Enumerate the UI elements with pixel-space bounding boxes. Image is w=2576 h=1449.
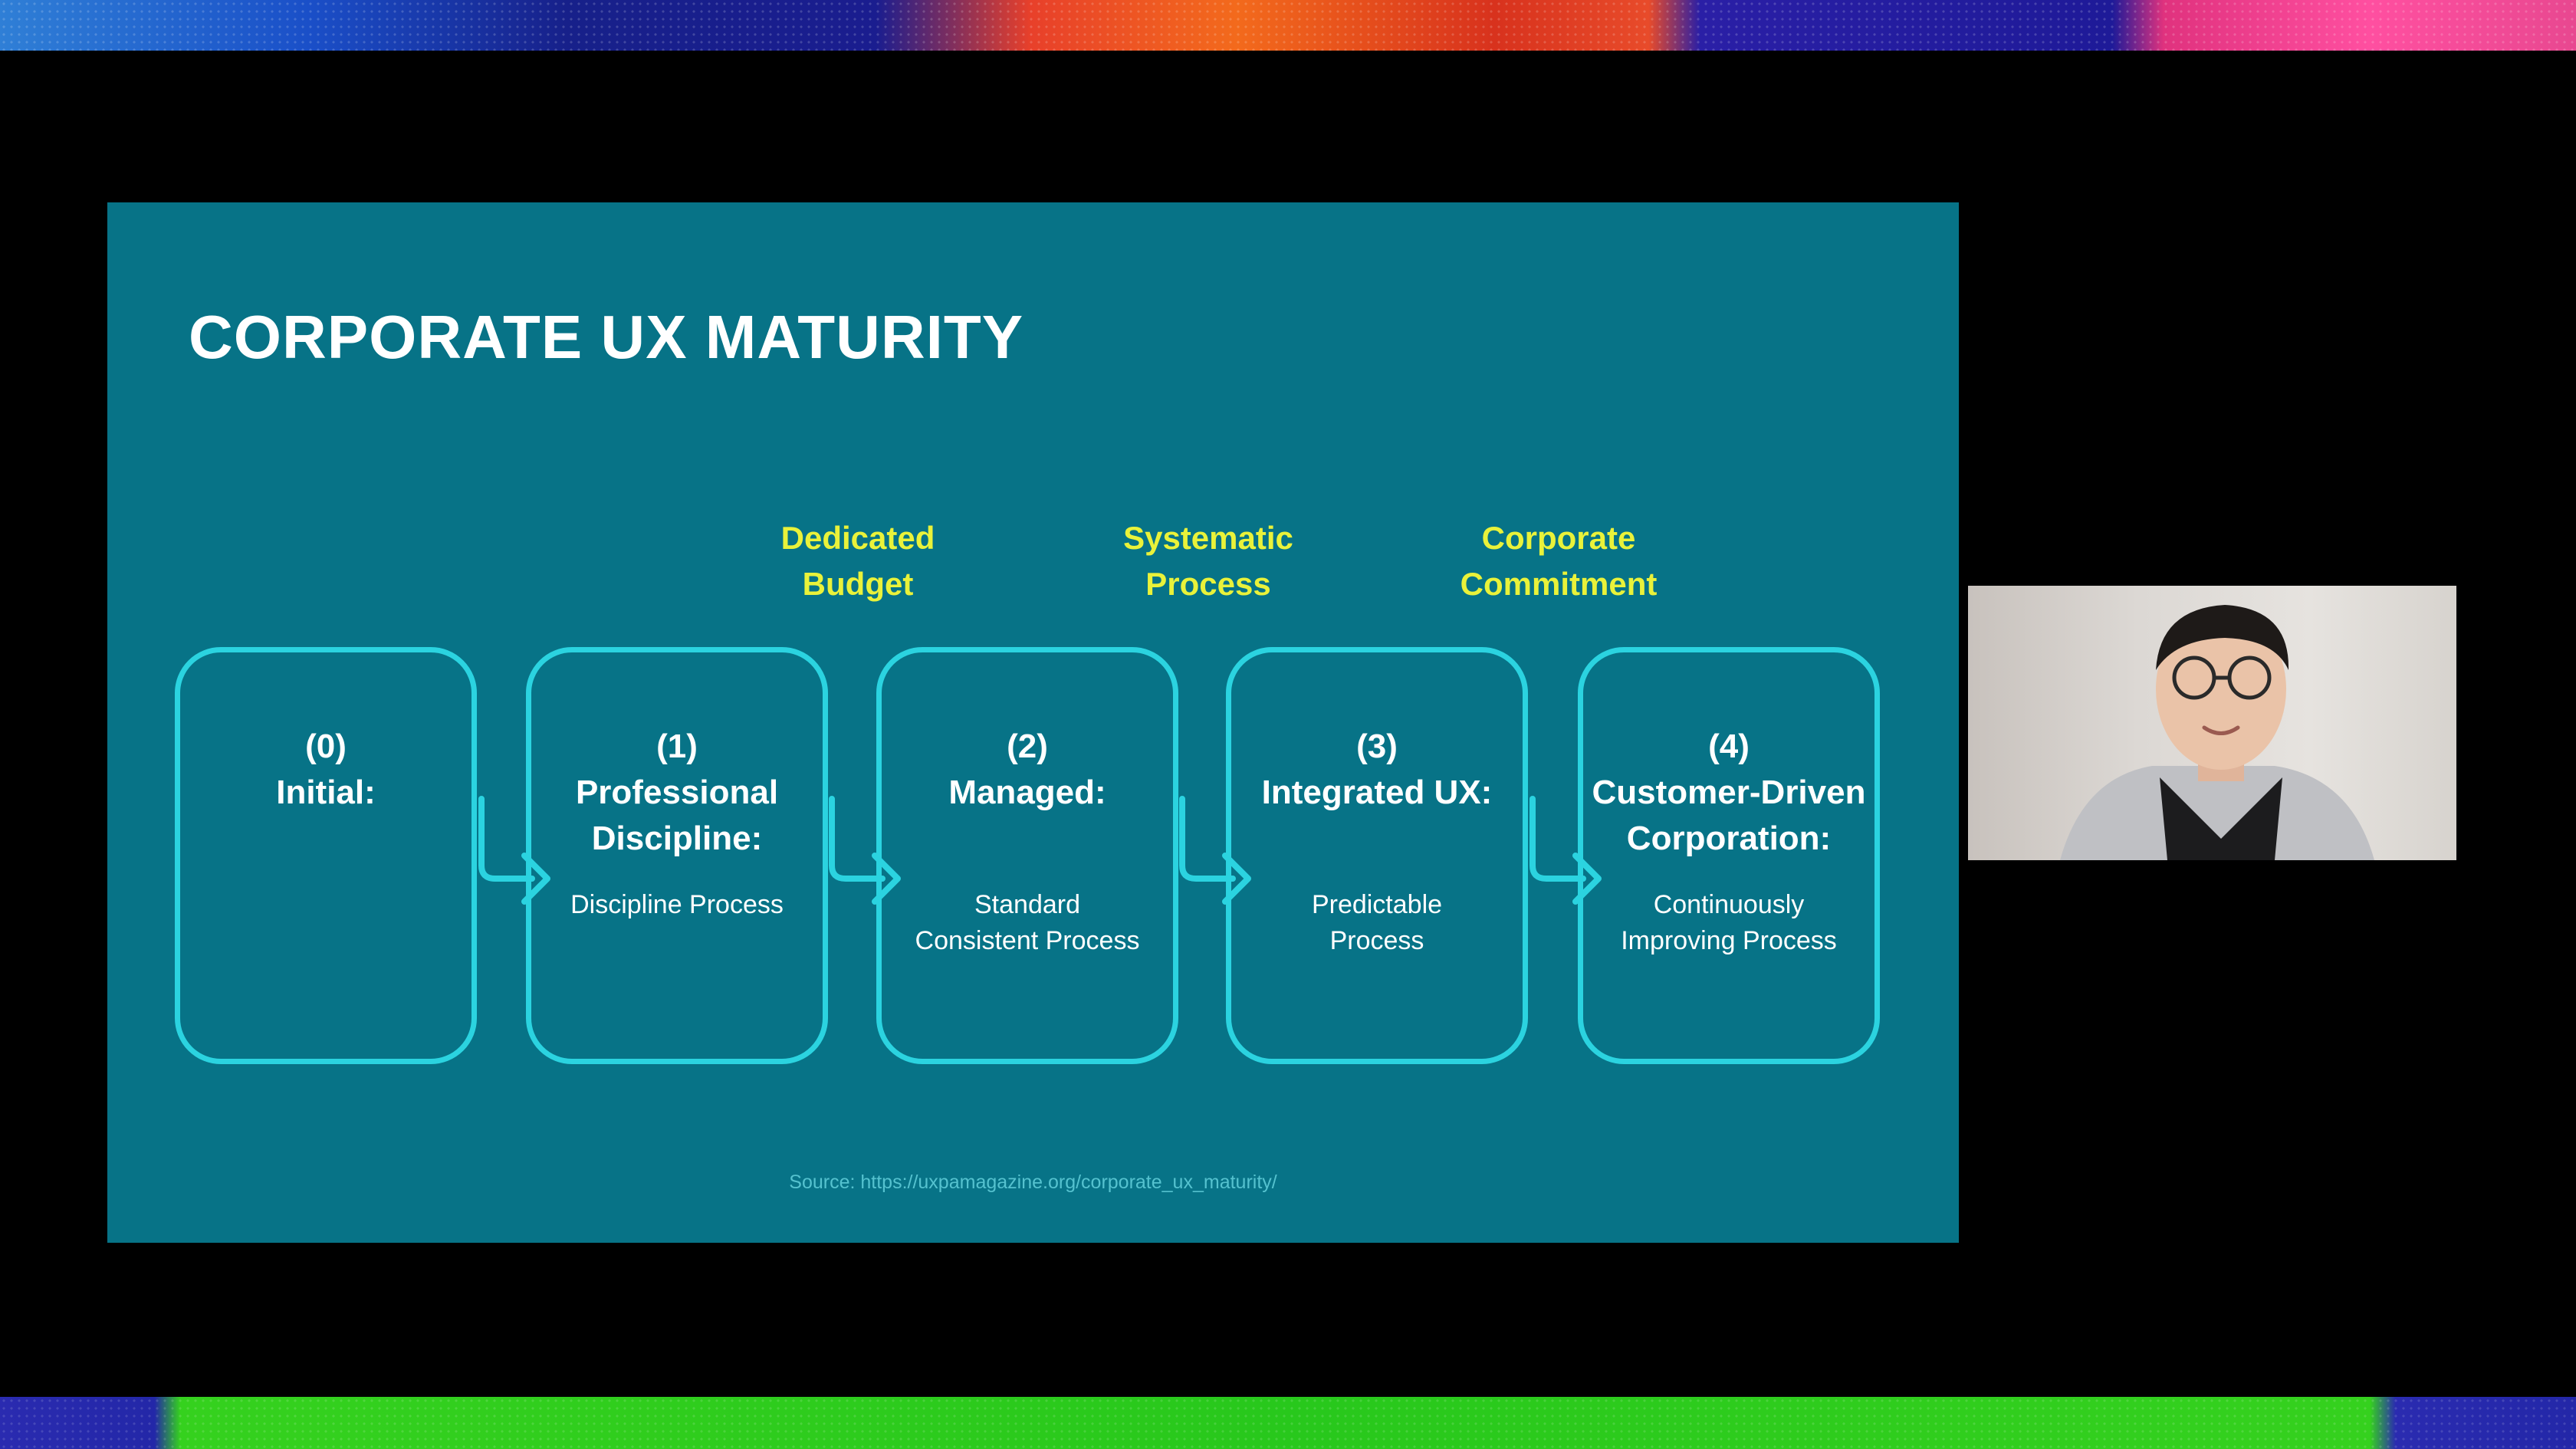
slide-title: CORPORATE UX MATURITY [189, 303, 1024, 371]
stage-name: Professional Discipline: [575, 774, 779, 857]
stage-box-initial: (0) Initial: [175, 647, 477, 1064]
stage-number: (2) [1007, 728, 1048, 765]
stage-name: Initial: [276, 774, 376, 811]
arrow-right-icon [1179, 796, 1251, 905]
stage-label-dedicated-budget: Dedicated Budget [780, 520, 935, 602]
arrow-right-icon [1530, 796, 1602, 905]
presenter-video-feed [1968, 586, 2456, 860]
stage-name: Managed: [948, 774, 1106, 811]
stage-number: (0) [305, 728, 347, 765]
decorative-bottom-banner [0, 1397, 2576, 1449]
source-citation: Source: https://uxpamagazine.org/corpora… [789, 1171, 1277, 1193]
stage-number: (3) [1356, 728, 1398, 765]
arrow-right-icon [478, 796, 550, 905]
presentation-slide: CORPORATE UX MATURITY Dedicated Budget S… [107, 202, 1959, 1243]
arrow-right-icon [829, 796, 901, 905]
stage-description: Continuously Improving Process [1621, 890, 1837, 955]
stage-description: Standard Consistent Process [915, 890, 1140, 955]
stage-description: Predictable Process [1311, 890, 1443, 955]
stage-box-integrated-ux: (3) Integrated UX: Predictable Process [1226, 647, 1528, 1064]
stage-number: (1) [656, 728, 698, 765]
stage-box-customer-driven: (4) Customer-Driven Corporation: Continu… [1578, 647, 1880, 1064]
decorative-top-banner [0, 0, 2576, 51]
presenter-silhouette-icon [2060, 605, 2374, 860]
stage-label-corporate-commitment: Corporate Commitment [1460, 520, 1658, 602]
stage-name: Integrated UX: [1261, 774, 1493, 811]
stage-label-systematic-process: Systematic Process [1123, 520, 1293, 602]
stage-description: Discipline Process [570, 890, 784, 919]
stage-box-professional-discipline: (1) Professional Discipline: Discipline … [526, 647, 828, 1064]
stage-name: Customer-Driven Corporation: [1592, 774, 1866, 857]
stage-number: (4) [1708, 728, 1750, 765]
stage-box-managed: (2) Managed: Standard Consistent Process [876, 647, 1178, 1064]
